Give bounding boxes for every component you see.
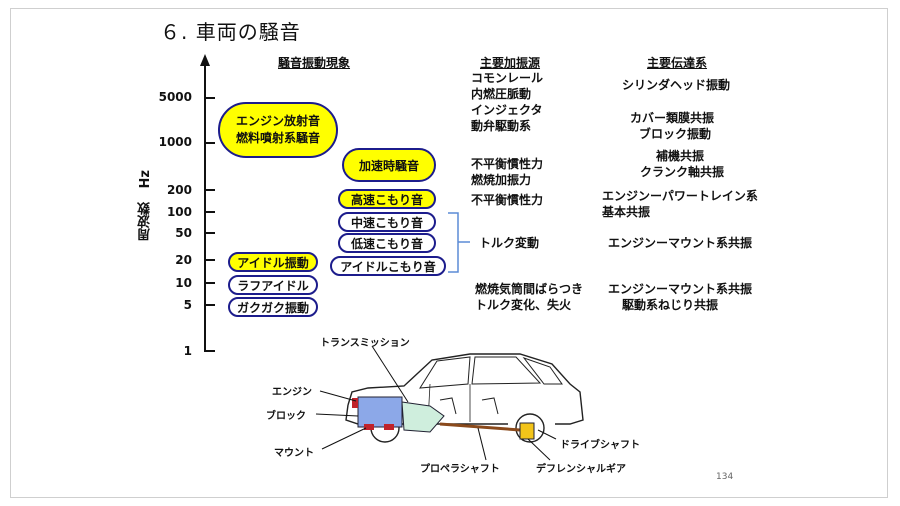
header-source: 主要加振源	[480, 56, 541, 70]
tick-10: 10	[175, 276, 192, 290]
source-torque-misfire: トルク変化、失火	[475, 298, 572, 312]
axis-ticks	[205, 97, 215, 352]
source-cylinder-variation: 燃焼気筒間ばらつき	[475, 282, 584, 296]
path-cover-resonance: カバー類膜共振	[630, 111, 715, 125]
path-block-vibration: ブロック振動	[639, 127, 712, 141]
engine-radiated-noise-label: エンジン放射音	[235, 114, 320, 128]
tick-100: 100	[166, 205, 192, 219]
source-group-1: コモンレール 内燃圧脈動 インジェクタ 動弁駆動系	[471, 70, 543, 134]
label-mount: マウント	[274, 448, 314, 459]
path-engine-mount-resonance-2: エンジンーマウント系共振	[608, 282, 753, 296]
path-driveline-torsion: 駆動系ねじり共振	[622, 298, 719, 312]
tick-1000: 1000	[158, 135, 192, 149]
source-group-2: 不平衡慣性力 燃焼加振力	[471, 156, 543, 188]
source-valvetrain: 動弁駆動系	[471, 119, 532, 133]
source-unbalanced-inertia: 不平衡慣性力	[471, 157, 544, 171]
rough-idle-pill: ラフアイドル	[228, 275, 318, 295]
label-block: ブロック	[266, 411, 306, 422]
slide-title: ６. 車両の騒音	[160, 20, 301, 44]
header-path: 主要伝達系	[647, 56, 708, 70]
path-crankshaft-resonance: クランク軸共振	[640, 165, 725, 179]
path-group-6: エンジンーマウント系共振 駆動系ねじり共振	[608, 281, 752, 313]
path-accessory-resonance: 補機共振	[656, 149, 705, 163]
source-pressure-pulsation: 内燃圧脈動	[471, 87, 532, 101]
acceleration-noise-pill: 加速時騒音	[342, 148, 436, 182]
source-unbalanced-inertia-2: 不平衡慣性力	[471, 193, 544, 207]
engine-block	[357, 396, 403, 428]
label-transmission: トランスミッション	[320, 338, 410, 349]
path-cylinder-head: シリンダヘッド振動	[622, 78, 731, 92]
tick-200: 200	[166, 183, 192, 197]
tick-1: 1	[183, 344, 192, 358]
source-common-rail: コモンレール	[471, 71, 544, 85]
axis-arrow	[200, 54, 210, 66]
label-drive-shaft: ドライブシャフト	[560, 440, 640, 451]
label-propeller-shaft: プロペラシャフト	[420, 464, 500, 475]
high-speed-boom-pill: 高速こもり音	[338, 189, 436, 209]
path-engine-mount-resonance: エンジンーマウント系共振	[608, 236, 753, 250]
propeller-shaft-line	[439, 422, 521, 432]
engine-mount-rear	[384, 424, 394, 430]
torque-bracket	[448, 212, 470, 273]
engine-mount-bottom	[364, 424, 374, 430]
tick-5: 5	[183, 298, 192, 312]
path-group-4: エンジンーパワートレイン系 基本共振	[602, 188, 758, 220]
header-phenomenon: 騒音振動現象	[278, 56, 351, 70]
label-engine: エンジン	[272, 387, 312, 398]
source-group-5: 燃焼気筒間ばらつき トルク変化、失火	[475, 281, 583, 313]
page-number: 134	[716, 472, 734, 482]
fuel-injection-noise-label: 燃料噴射系騒音	[235, 131, 320, 145]
source-injector: インジェクタ	[471, 103, 543, 117]
slide-frame	[10, 8, 888, 498]
path-group-2: カバー類膜共振 ブロック振動	[630, 110, 714, 142]
path-basic-resonance: 基本共振	[602, 205, 651, 219]
judder-pill: ガクガク振動	[228, 297, 318, 317]
low-speed-boom-pill: 低速こもり音	[338, 233, 436, 253]
differential-gear	[519, 422, 535, 440]
path-group-3: 補機共振 クランク軸共振	[640, 148, 724, 180]
mid-speed-boom-pill: 中速こもり音	[338, 212, 436, 232]
source-combustion-force: 燃焼加振力	[471, 173, 532, 187]
transmission-body	[401, 401, 445, 433]
engine-mount-front	[352, 398, 358, 408]
axis-unit-label: Hz	[138, 170, 153, 189]
tick-20: 20	[175, 253, 192, 267]
tick-5000: 5000	[158, 90, 192, 104]
source-torque-fluctuation: トルク変動	[479, 236, 540, 250]
engine-radiated-noise-pill: エンジン放射音 燃料噴射系騒音	[218, 102, 338, 158]
tick-50: 50	[175, 226, 192, 240]
label-differential: デフレンシャルギア	[536, 464, 626, 475]
idle-boom-pill: アイドルこもり音	[330, 256, 446, 276]
idle-vibration-pill: アイドル振動	[228, 252, 318, 272]
path-powertrain-system: エンジンーパワートレイン系	[602, 189, 758, 203]
